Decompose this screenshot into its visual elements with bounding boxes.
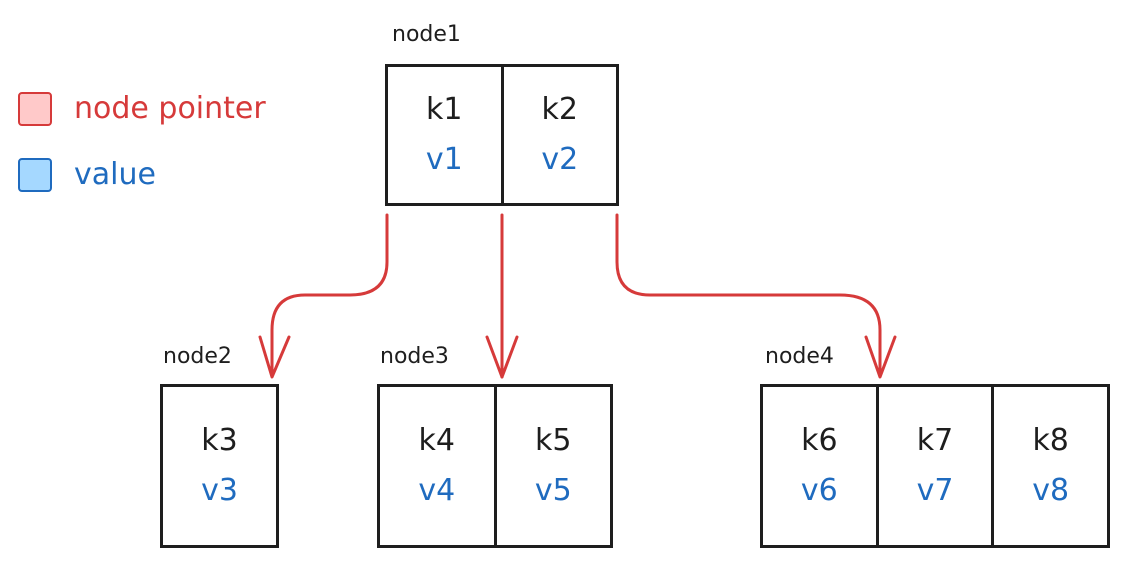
arrow-node1-to-node4 bbox=[615, 213, 882, 377]
legend-pointer-label: node pointer bbox=[74, 91, 266, 126]
node1-box: k1 v1 k2 v2 bbox=[385, 64, 619, 206]
cell-key: k5 bbox=[535, 423, 572, 458]
value-swatch bbox=[18, 158, 52, 192]
cell-key: k1 bbox=[426, 92, 463, 127]
arrowhead-node2 bbox=[258, 335, 291, 379]
node4-cell-2: k7 v7 bbox=[875, 387, 992, 545]
arrow-node1-to-node2 bbox=[270, 213, 389, 377]
node2-cell-1: k3 v3 bbox=[163, 387, 276, 545]
node2-box: k3 v3 bbox=[160, 384, 279, 548]
legend-node-pointer: node pointer bbox=[18, 92, 266, 126]
node3-cell-2: k5 v5 bbox=[493, 387, 611, 545]
node4-title: node4 bbox=[765, 344, 834, 369]
node3-title: node3 bbox=[380, 344, 449, 369]
cell-key: k8 bbox=[1032, 423, 1069, 458]
cell-key: k2 bbox=[541, 92, 578, 127]
cell-key: k6 bbox=[801, 423, 838, 458]
legend-value-label: value bbox=[74, 157, 156, 192]
cell-value: v8 bbox=[1032, 473, 1070, 508]
cell-value: v1 bbox=[425, 142, 463, 177]
cell-value: v6 bbox=[800, 473, 838, 508]
node4-box: k6 v6 k7 v7 k8 v8 bbox=[760, 384, 1110, 548]
arrowhead-node4 bbox=[864, 335, 897, 379]
node4-cell-1: k6 v6 bbox=[763, 387, 876, 545]
cell-value: v4 bbox=[418, 473, 456, 508]
legend-value: value bbox=[18, 158, 156, 192]
cell-key: k7 bbox=[916, 423, 954, 458]
node1-title: node1 bbox=[392, 22, 461, 47]
arrowhead-node3 bbox=[485, 335, 519, 379]
cell-value: v7 bbox=[916, 473, 954, 508]
cell-value: v5 bbox=[534, 473, 572, 508]
cell-value: v3 bbox=[201, 473, 238, 508]
node2-title: node2 bbox=[163, 344, 232, 369]
node3-cell-1: k4 v4 bbox=[380, 387, 494, 545]
node3-box: k4 v4 k5 v5 bbox=[377, 384, 613, 548]
node1-cell-1: k1 v1 bbox=[388, 67, 501, 203]
node1-cell-2: k2 v2 bbox=[500, 67, 617, 203]
cell-key: k4 bbox=[418, 423, 455, 458]
cell-key: k3 bbox=[201, 423, 238, 458]
node4-cell-3: k8 v8 bbox=[991, 387, 1107, 545]
pointer-swatch bbox=[18, 92, 52, 126]
cell-value: v2 bbox=[541, 142, 579, 177]
